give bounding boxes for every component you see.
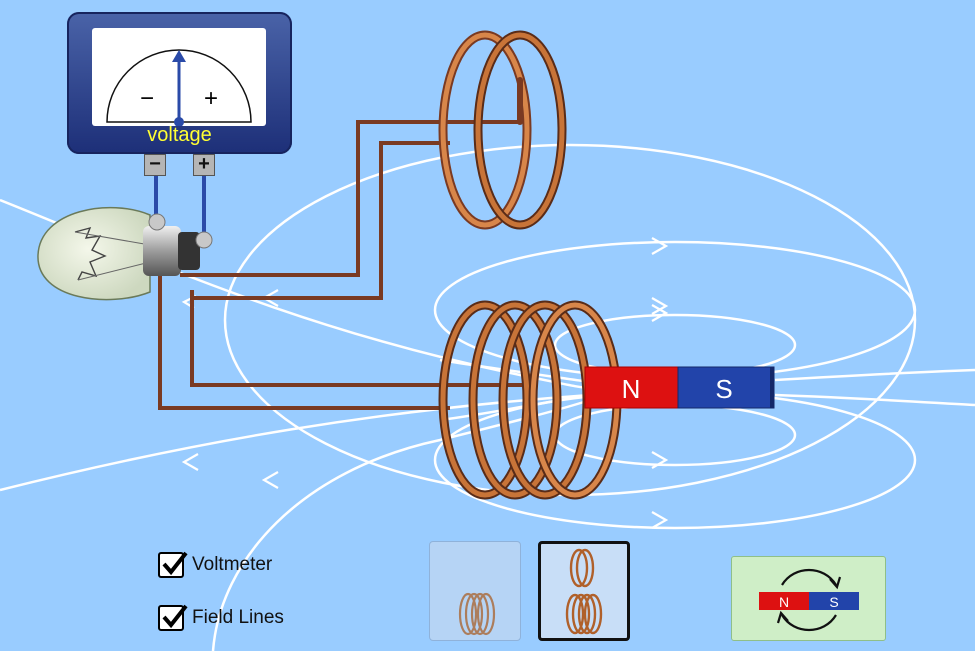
magnet-north-label: N [622, 374, 641, 404]
voltmeter-checkbox-label: Voltmeter [192, 554, 273, 575]
field-lines-checkbox-label: Field Lines [192, 607, 284, 628]
meter-plus-sign: + [204, 85, 218, 112]
voltmeter-checkbox[interactable] [158, 551, 188, 578]
field-line [439, 358, 591, 384]
field-arrow [651, 451, 669, 469]
voltmeter-probes [154, 176, 206, 236]
field-line [774, 368, 975, 382]
minus-terminal: − [144, 154, 166, 176]
voltmeter-checkbox-row[interactable]: Voltmeter [158, 550, 272, 580]
field-arrow [181, 453, 199, 471]
checkmark-icon [162, 551, 188, 576]
field-arrow [651, 304, 669, 322]
bulb-base [143, 226, 181, 276]
field-lines-checkbox[interactable] [158, 604, 188, 631]
field-arrow [651, 297, 669, 315]
plus-terminal: + [193, 154, 215, 176]
voltmeter[interactable]: − + voltage [67, 12, 292, 154]
one-coil-button[interactable] [429, 541, 521, 641]
bulb-filament [74, 226, 107, 281]
flip-button-north-label: N [779, 594, 789, 610]
flip-magnet-icon: N S [759, 569, 859, 631]
checkmark-icon [162, 604, 188, 629]
field-arrow [261, 471, 279, 489]
meter-face: − + [92, 28, 266, 127]
field-line [553, 313, 797, 377]
magnet-south-pole [677, 366, 775, 409]
field-line [211, 398, 591, 651]
meter-minus-sign: − [140, 85, 154, 112]
flip-button-south-label: S [829, 594, 838, 610]
light-bulb [37, 206, 213, 301]
two-coils-button[interactable] [538, 541, 630, 641]
voltage-label: voltage [147, 124, 212, 146]
wire [158, 270, 450, 410]
two-coils-icon [565, 548, 603, 635]
wire [190, 141, 450, 300]
field-arrow [651, 511, 669, 529]
magnet-south-label: S [715, 374, 732, 404]
upper-coil [438, 30, 567, 230]
field-lines-checkbox-row[interactable]: Field Lines [158, 603, 284, 633]
single-coil-icon [458, 592, 496, 636]
field-arrow [651, 237, 669, 255]
magnet-north-pole [584, 366, 679, 409]
field-line [774, 393, 975, 407]
wire [190, 290, 525, 387]
flip-magnet-button[interactable]: N S [731, 556, 886, 641]
bar-magnet[interactable]: N S [584, 366, 775, 409]
